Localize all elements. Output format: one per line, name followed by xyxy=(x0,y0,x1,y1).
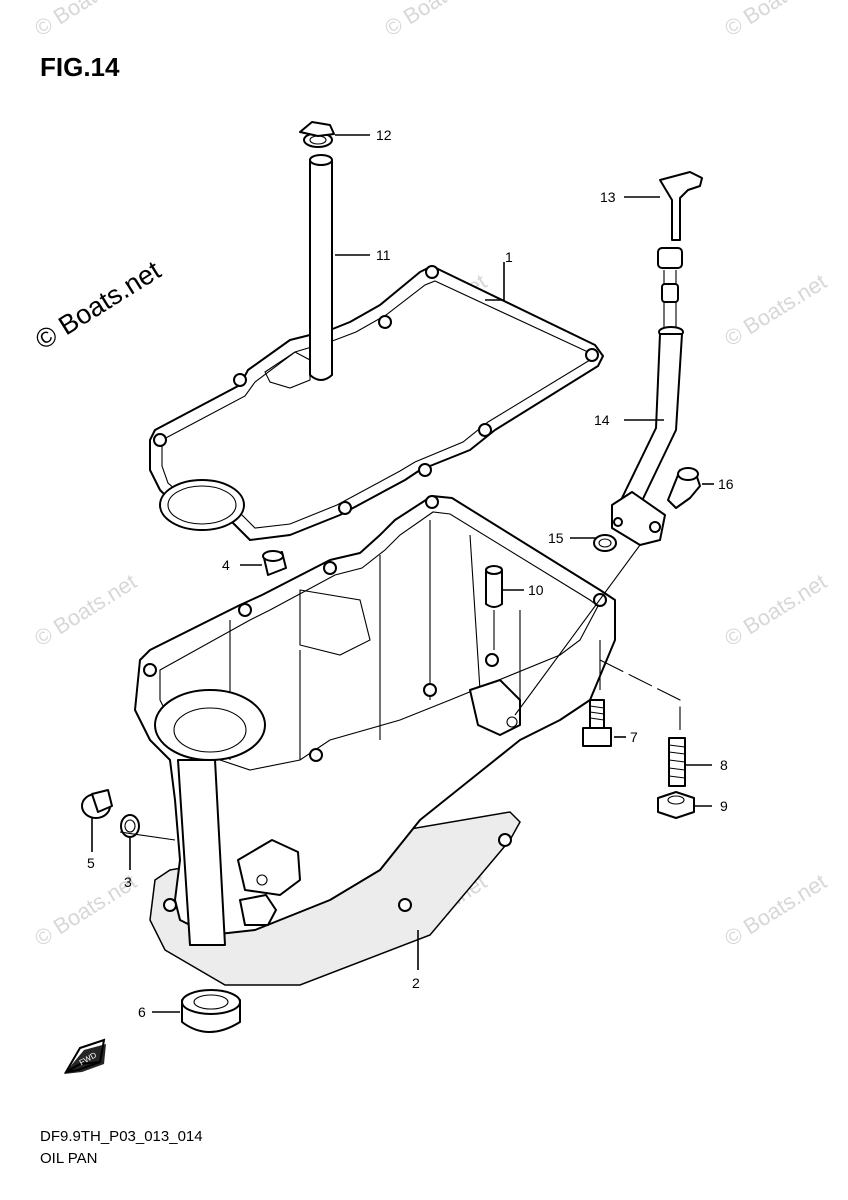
callout-8: 8 xyxy=(720,757,728,773)
callout-11: 11 xyxy=(376,247,391,263)
callout-10: 10 xyxy=(528,582,544,598)
callout-16: 16 xyxy=(718,476,734,492)
callout-14: 14 xyxy=(594,412,610,428)
o-ring-15 xyxy=(593,534,617,552)
dipstick xyxy=(657,171,703,338)
callout-3: 3 xyxy=(124,874,132,890)
bolt-7 xyxy=(582,699,612,747)
callout-9: 9 xyxy=(720,798,728,814)
gasket-part xyxy=(149,265,604,541)
hose-clip xyxy=(299,121,335,148)
dowel-pin xyxy=(485,565,503,608)
callout-2: 2 xyxy=(412,975,420,991)
callout-13: 13 xyxy=(600,189,616,205)
callout-1: 1 xyxy=(505,249,513,265)
callout-6: 6 xyxy=(138,1004,146,1020)
leader-lines xyxy=(91,134,714,1013)
callout-4: 4 xyxy=(222,557,230,573)
nut-9 xyxy=(657,791,695,819)
fwd-arrow-icon: FWD xyxy=(64,1038,106,1074)
pickup-tube xyxy=(309,154,333,381)
dipstick-guide-tube xyxy=(611,333,683,546)
washer-3 xyxy=(120,814,140,838)
plug-4 xyxy=(262,550,287,576)
oil-seal-6 xyxy=(181,989,241,1033)
bolt-16 xyxy=(667,467,701,509)
figure-title: FIG.14 xyxy=(40,52,120,82)
oil-pan-part xyxy=(134,495,616,986)
diagram-name: OIL PAN xyxy=(40,1150,98,1167)
diagram-code: DF9.9TH_P03_013_014 xyxy=(40,1128,203,1145)
callout-15: 15 xyxy=(548,530,564,546)
stud-8 xyxy=(668,737,686,787)
callout-12: 12 xyxy=(376,127,392,143)
drain-plug-5 xyxy=(81,789,113,819)
callout-5: 5 xyxy=(87,855,95,871)
callout-7: 7 xyxy=(630,729,638,745)
